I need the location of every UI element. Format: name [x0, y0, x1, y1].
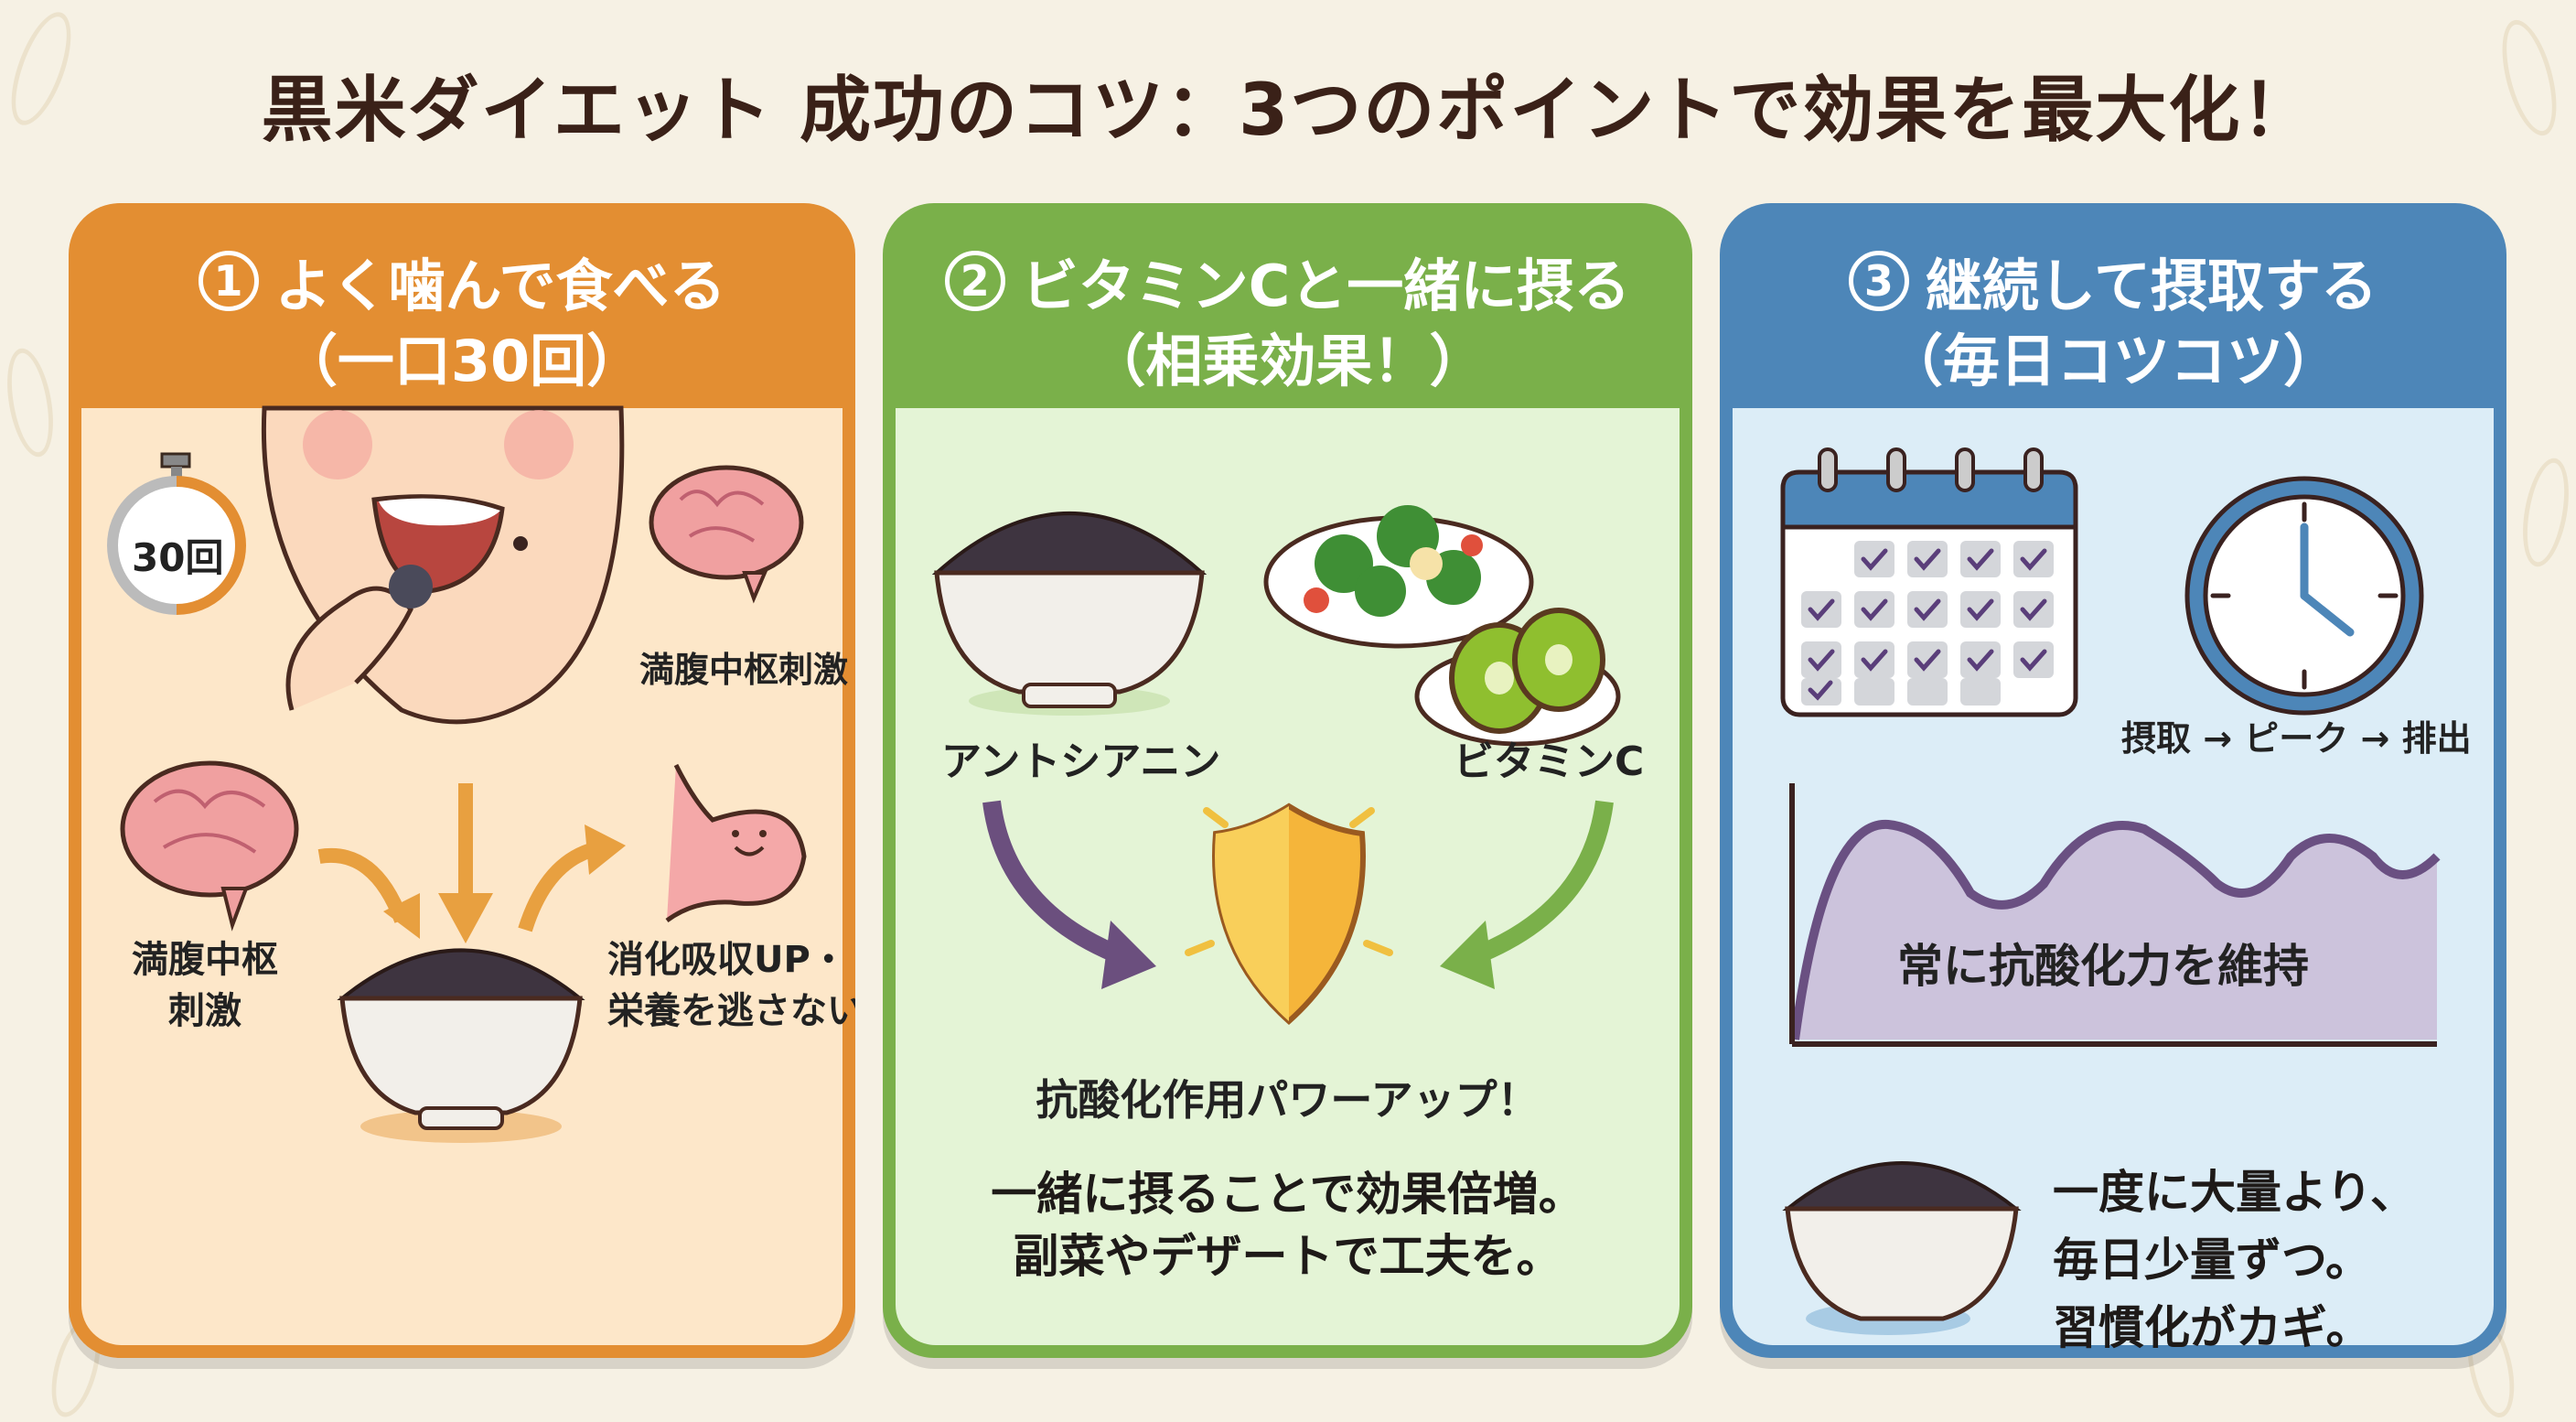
panel-body: アントシアニン ビタミンC	[896, 408, 1680, 1345]
brain-icon	[120, 760, 299, 932]
panel-heading: ビタミンCと一緒に摂る	[1021, 253, 1631, 319]
anthocyanin-label: アントシアニン	[941, 738, 1221, 785]
calendar-icon	[1780, 447, 2078, 717]
panel-subheading: （毎日コツコツ）	[1885, 328, 2340, 394]
clock-icon	[2184, 476, 2424, 716]
panel-heading: 継続して摂取する	[1925, 253, 2378, 319]
wave-graph	[1789, 783, 2441, 1047]
panel-subheading: （相乗効果！）	[1089, 328, 1487, 394]
clock-caption: 摂取 → ピーク → 排出	[2121, 718, 2472, 759]
satiety-center-label: 満腹中枢刺激	[639, 650, 849, 690]
stopwatch-icon	[107, 452, 246, 615]
rice-bowl-icon	[1782, 1161, 2022, 1335]
page-title: 黒米ダイエット 成功のコツ：3つのポイントで効果を最大化！	[261, 70, 2315, 152]
graph-caption: 常に抗酸化力を維持	[1897, 940, 2309, 993]
panel-summary: 一緒に摂ることで効果倍増。 副菜やデザートで工夫を。	[991, 1168, 1584, 1283]
brain-label: 満腹中枢 刺激	[132, 939, 278, 1032]
panel-body: 30回 満腹中枢刺激 満腹中枢 刺激	[81, 405, 855, 1345]
step-number-badge: 3	[1848, 251, 1909, 311]
brain-icon	[649, 465, 804, 604]
panel-header: 2 ビタミンCと一緒に摂る （相乗効果！）	[883, 203, 1692, 408]
rice-grain-decoration	[0, 344, 61, 461]
panel-subheading: （一口30回）	[280, 328, 644, 394]
step-number-badge: 1	[198, 251, 259, 311]
panel-body: 摂取 → ピーク → 排出 常に抗酸化力を維持 一度に大量より、 毎日少量ずつ。…	[1733, 408, 2494, 1354]
shield-icon	[1185, 803, 1393, 1026]
panel-continue-intake: 3 継続して摂取する （毎日コツコツ）	[1720, 203, 2506, 1358]
step-number-badge: 2	[944, 251, 1005, 311]
panel-with-vitamin-c: 2 ビタミンCと一緒に摂る （相乗効果！） アントシアニン ビタミンC	[883, 203, 1692, 1358]
rice-bowl-icon	[931, 512, 1208, 716]
rice-bowl-icon	[337, 948, 585, 1143]
vitamin-c-label: ビタミンC	[1454, 738, 1645, 785]
kiwi-icon	[1414, 608, 1621, 747]
digestion-label: 消化吸収UP・ 栄養を逃さない	[607, 939, 855, 1032]
arrow-icon	[317, 783, 626, 943]
face-eating-illustration	[261, 405, 625, 725]
stopwatch-count-label: 30回	[132, 535, 224, 580]
shield-caption: 抗酸化作用パワーアップ！	[1036, 1075, 1540, 1125]
stomach-icon	[665, 763, 807, 923]
panel-heading: よく噛んで食べる	[274, 253, 726, 319]
rice-grain-decoration	[2515, 454, 2576, 571]
panel-header: 3 継続して摂取する （毎日コツコツ）	[1720, 203, 2506, 408]
arrow-icon	[982, 800, 1614, 989]
panel-summary: 一度に大量より、 毎日少量ずつ。 習慣化がカギ。	[2053, 1166, 2416, 1354]
salad-plate-icon	[1263, 505, 1534, 649]
